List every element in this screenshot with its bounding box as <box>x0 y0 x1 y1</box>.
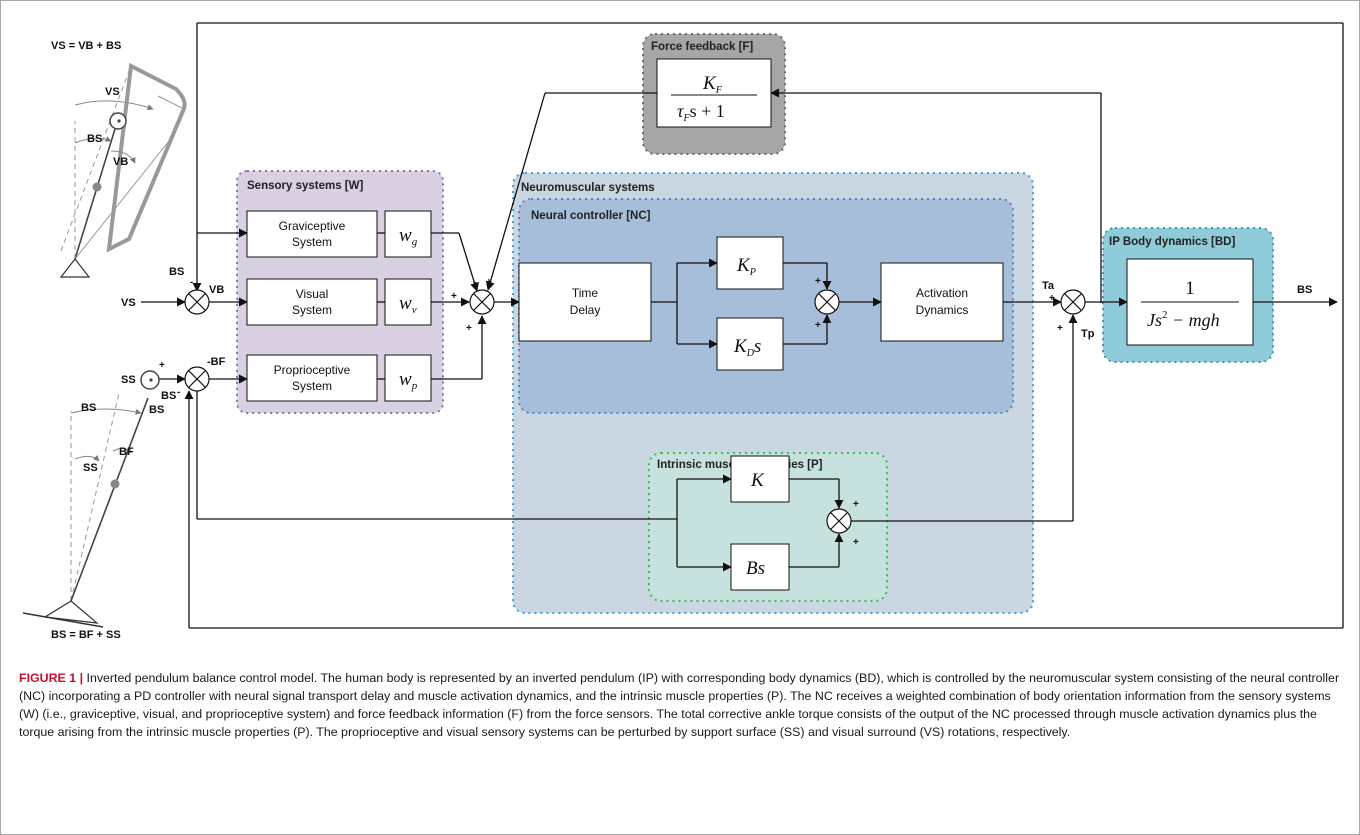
ta-label: Ta <box>1042 280 1055 292</box>
activation-dynamics-block <box>880 262 1004 342</box>
sum-junction-pd <box>814 289 840 315</box>
vs-equation: VS = VB + BS <box>51 40 121 52</box>
bd-numerator: 1 <box>1185 278 1195 299</box>
bs-feedback-label: BS <box>169 266 184 278</box>
kd-gain: KDs <box>733 336 761 359</box>
activation-label-1: Activation <box>916 286 968 300</box>
pendulum-bottom-ss: SS <box>83 462 98 474</box>
caption-text: Inverted pendulum balance control model.… <box>19 671 1340 739</box>
pendulum-bottom-bs-right: BS <box>149 404 164 416</box>
tp-label: Tp <box>1081 328 1095 340</box>
stiffness-k-block <box>730 455 790 503</box>
pendulum-top-vs: VS <box>105 86 120 98</box>
bottom-pendulum-illustration: BS BS SS BF <box>22 370 164 628</box>
neg-bf-label: -BF <box>207 356 226 368</box>
bs-lower-label: BS <box>161 390 176 402</box>
visual-label-2: System <box>292 303 332 317</box>
weight-wg-block <box>384 210 432 258</box>
pendulum-bottom-bf: BF <box>119 446 134 458</box>
damping-bs: Bs <box>746 558 765 579</box>
sign-plus-kp: + <box>815 276 821 287</box>
sign-plus-b: + <box>853 537 859 548</box>
proprioceptive-label-2: System <box>292 379 332 393</box>
bs-output-label: BS <box>1297 284 1312 296</box>
sign-plus-tp: + <box>1057 323 1063 334</box>
sign-plus-ss: + <box>159 360 165 371</box>
kd-block <box>716 317 784 371</box>
block-diagram: Sensory systems [W] Neuromuscular system… <box>22 22 1344 641</box>
neural-controller-group <box>518 198 1014 414</box>
time-delay-label-2: Delay <box>570 303 601 317</box>
proprioceptive-system-block <box>246 354 378 402</box>
top-pendulum-illustration: VS BS VB <box>59 62 187 278</box>
bs-equation: BS = BF + SS <box>51 629 121 641</box>
figure-caption: FIGURE 1 | Inverted pendulum balance con… <box>19 669 1345 741</box>
sum-junction-intrinsic <box>826 508 852 534</box>
graviceptive-label-2: System <box>292 235 332 249</box>
kp-block <box>716 236 784 290</box>
sum-junction-sensory <box>469 289 495 315</box>
figure-label: FIGURE 1 | <box>19 671 84 685</box>
graviceptive-label-1: Graviceptive <box>279 219 346 233</box>
force-feedback-block <box>656 58 772 128</box>
sign-plus-k: + <box>853 499 859 510</box>
graviceptive-system-block <box>246 210 378 258</box>
sum-junction-vs <box>184 289 210 315</box>
sign-plus-ta: + <box>1049 293 1055 304</box>
vb-label: VB <box>209 284 224 296</box>
sum-junction-torque <box>1060 289 1086 315</box>
body-dynamics-title: IP Body dynamics [BD] <box>1109 236 1235 248</box>
activation-label-2: Dynamics <box>916 303 969 317</box>
sign-plus-grav: + <box>486 277 492 288</box>
damping-bs-block <box>730 543 790 591</box>
ss-input-label: SS <box>121 374 136 386</box>
sign-minus-bs: - <box>190 277 193 288</box>
time-delay-label-1: Time <box>572 286 599 300</box>
proprioceptive-label-1: Proprioceptive <box>274 363 351 377</box>
weight-wp-block <box>384 354 432 402</box>
sign-minus-force: - <box>473 277 476 288</box>
neuromuscular-group-title: Neuromuscular systems <box>521 182 655 194</box>
pendulum-top-bs: BS <box>87 133 102 145</box>
pendulum-bottom-bs-left: BS <box>81 402 96 414</box>
weight-wp: wp <box>399 369 418 392</box>
visual-system-block <box>246 278 378 326</box>
kp-gain: KP <box>736 255 756 278</box>
visual-label-1: Visual <box>296 287 328 301</box>
weight-wv: wv <box>399 293 417 316</box>
pendulum-top-vb: VB <box>113 156 128 168</box>
sign-plus-visual: + <box>451 291 457 302</box>
sum-junction-ss <box>184 366 210 392</box>
neural-controller-title: Neural controller [NC] <box>531 210 651 222</box>
sign-plus-kd: + <box>815 320 821 331</box>
ff-numerator: KF <box>702 73 723 96</box>
time-delay-block <box>518 262 652 342</box>
bd-denominator: Js2 − mgh <box>1147 309 1220 330</box>
sign-plus-proprio: + <box>466 323 472 334</box>
weight-wg: wg <box>399 225 418 248</box>
sign-minus-lower: - <box>177 387 180 398</box>
vs-input-label: VS <box>121 297 136 309</box>
intrinsic-group <box>648 452 888 602</box>
ff-denominator: τFs + 1 <box>677 101 725 124</box>
force-feedback-title: Force feedback [F] <box>651 41 753 53</box>
sensory-group-title: Sensory systems [W] <box>247 180 363 192</box>
stiffness-k: K <box>750 470 765 491</box>
